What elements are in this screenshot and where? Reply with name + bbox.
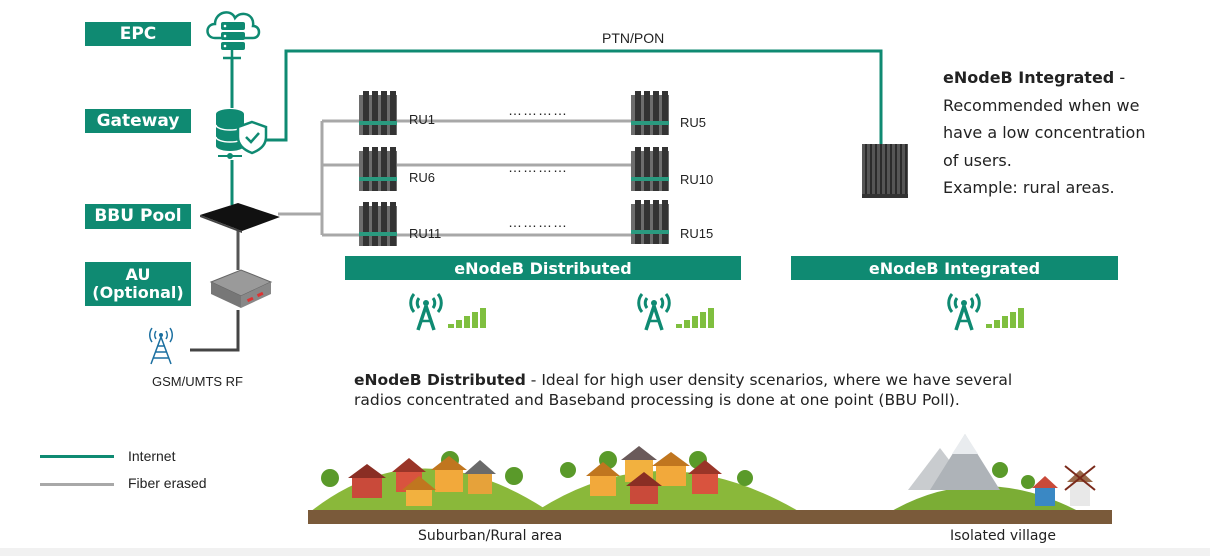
integrated-note-line: Recommended when we bbox=[943, 95, 1140, 115]
ru-dots: ………… bbox=[508, 159, 568, 175]
bbu-pool-label: BBU Pool bbox=[85, 204, 191, 229]
ru-device-icon bbox=[631, 147, 669, 191]
distributed-band: eNodeB Distributed bbox=[345, 256, 741, 280]
legend-internet-line bbox=[40, 455, 114, 458]
suburban-caption: Suburban/Rural area bbox=[418, 528, 563, 544]
bottom-divider bbox=[0, 548, 1210, 556]
distributed-note-text: - Ideal for high user density scenarios,… bbox=[525, 371, 1013, 389]
ru-device-icon bbox=[359, 91, 397, 135]
legend-fiber-line bbox=[40, 483, 114, 486]
ru-device-icon bbox=[631, 200, 669, 244]
ptn-pon-link bbox=[262, 49, 883, 145]
village-caption: Isolated village bbox=[950, 528, 1056, 544]
ru-dots: ………… bbox=[508, 214, 568, 230]
integrated-note-line: of users. bbox=[943, 150, 1012, 170]
distributed-note-title: eNodeB Distributed bbox=[354, 371, 526, 389]
au-device-icon bbox=[209, 269, 273, 308]
ru-label: RU10 bbox=[680, 172, 714, 187]
ptn-pon-label: PTN/PON bbox=[602, 30, 665, 46]
ru-device-icon bbox=[359, 147, 397, 191]
ru-label: RU1 bbox=[409, 112, 436, 127]
antenna-signal-icon bbox=[636, 292, 716, 332]
integrated-enodeb-device-icon bbox=[862, 144, 908, 198]
integrated-note-line: Example: rural areas. bbox=[943, 178, 1115, 197]
au-label: AU (Optional) bbox=[85, 262, 191, 306]
ru-label: RU11 bbox=[409, 226, 442, 241]
ru-label: RU6 bbox=[409, 170, 436, 185]
gsm-tower-icon bbox=[149, 327, 173, 365]
au-gsm-link bbox=[190, 310, 240, 352]
gsm-label: GSM/UMTS RF bbox=[152, 374, 243, 389]
integrated-note-sep: - bbox=[1114, 68, 1126, 87]
legend-internet-label: Internet bbox=[128, 448, 176, 464]
ru-label: RU5 bbox=[680, 115, 707, 130]
distributed-note-line2: radios concentrated and Baseband process… bbox=[354, 391, 960, 409]
gateway-database-shield-icon bbox=[215, 109, 268, 159]
bbu-pool-device-icon bbox=[200, 203, 280, 233]
epc-cloud-server-icon bbox=[206, 11, 261, 60]
ru-label: RU15 bbox=[680, 226, 714, 241]
ru-device-icon bbox=[631, 91, 669, 135]
antenna-signal-icon bbox=[408, 292, 488, 332]
epc-label: EPC bbox=[85, 22, 191, 46]
distributed-note: eNodeB Distributed - Ideal for high user… bbox=[354, 370, 1114, 410]
antenna-signal-icon bbox=[946, 292, 1026, 332]
integrated-note: eNodeB Integrated - Recommended when we … bbox=[943, 64, 1203, 202]
landscape-illustration bbox=[308, 434, 1112, 524]
integrated-note-line: have a low concentration bbox=[943, 123, 1146, 142]
gateway-label: Gateway bbox=[85, 109, 191, 133]
integrated-note-title: eNodeB Integrated bbox=[943, 68, 1115, 87]
au-label-line1: AU bbox=[125, 265, 151, 285]
au-label-line2: (Optional) bbox=[92, 283, 184, 302]
ru-device-icon bbox=[359, 202, 397, 246]
integrated-band: eNodeB Integrated bbox=[791, 256, 1118, 280]
ru-dots: ………… bbox=[508, 102, 568, 118]
legend-fiber-label: Fiber erased bbox=[128, 475, 207, 491]
